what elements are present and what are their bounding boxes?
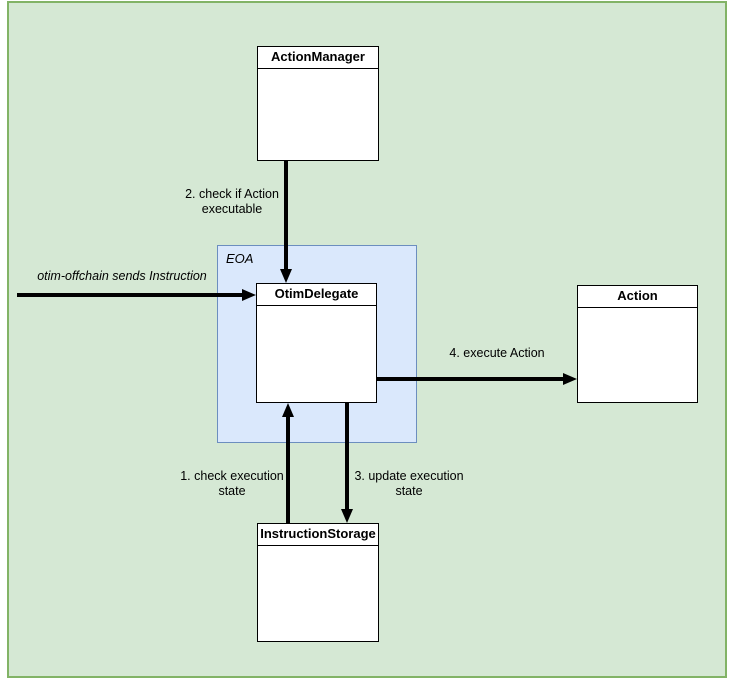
node-action-manager-title: ActionManager (258, 47, 378, 69)
arrow-check-execution-state-head-icon (282, 403, 294, 417)
arrow-send-instruction-head-icon (242, 289, 256, 301)
edge-label-send-instruction: otim-offchain sends Instruction (37, 269, 207, 283)
node-action: Action (577, 285, 698, 403)
arrow-update-execution-state-shaft (345, 403, 349, 511)
node-instruction-storage-title: InstructionStorage (258, 524, 378, 546)
arrow-execute-action-head-icon (563, 373, 577, 385)
node-instruction-storage: InstructionStorage (257, 523, 379, 642)
arrow-send-instruction-shaft (17, 293, 244, 297)
arrow-check-if-action-executable-shaft (284, 161, 288, 271)
eoa-group-label: EOA (226, 251, 254, 266)
arrow-update-execution-state-head-icon (341, 509, 353, 523)
node-action-manager: ActionManager (257, 46, 379, 161)
node-action-title: Action (578, 286, 697, 308)
arrow-check-execution-state-shaft (286, 415, 290, 523)
edge-label-check-if-action-executable: 2. check if Action executable (185, 187, 279, 216)
edge-label-update-execution-state: 3. update execution state (354, 469, 464, 498)
edge-label-check-execution-state: 1. check execution state (180, 469, 284, 498)
edge-label-execute-action: 4. execute Action (449, 346, 545, 360)
node-otim-delegate-title: OtimDelegate (257, 284, 376, 306)
diagram-canvas: EOA ActionManager OtimDelegate Action In… (7, 1, 727, 678)
arrow-check-if-action-executable-head-icon (280, 269, 292, 283)
node-otim-delegate: OtimDelegate (256, 283, 377, 403)
arrow-execute-action-shaft (377, 377, 565, 381)
